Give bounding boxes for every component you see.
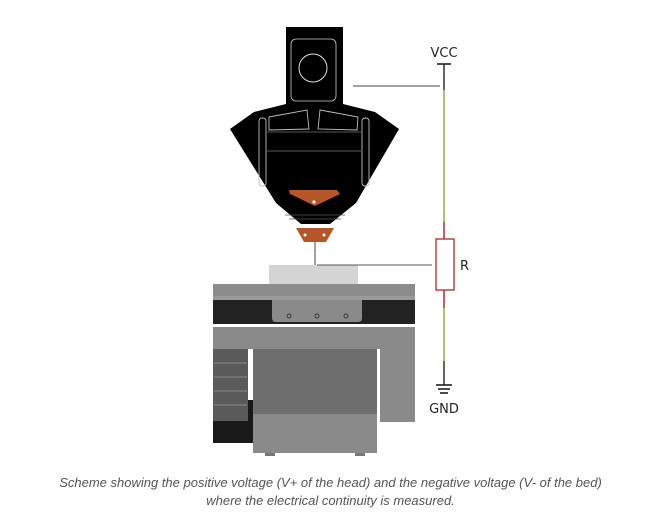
head-motor-circle [298,53,328,83]
circuit: VCC R GND [429,46,469,417]
bed-left-stack [213,349,248,421]
head-pad-right [317,109,359,131]
resistor [435,238,455,291]
bed-foot [355,453,365,456]
bed-top-bar [213,284,415,296]
head-rail-left [258,117,267,187]
bed-top-bar-lower [213,296,415,300]
bed-center-block [253,349,377,414]
bed-frame-bar [213,327,415,349]
carriage-screw [343,313,349,319]
ground-icon [436,384,452,394]
print-bed [213,265,415,456]
bed-right-post [380,349,415,422]
print-head [230,27,399,242]
carriage-screw [314,313,320,319]
carriage-screw [286,313,292,319]
figure-caption: Scheme showing the positive voltage (V+ … [0,474,661,510]
bed-foot [265,453,275,456]
head-heater-plate [289,190,340,206]
nozzle-screw [303,233,307,237]
gnd-label: GND [429,402,459,417]
head-rail-right [361,117,370,187]
continuity-diagram: VCC R GND [213,27,469,456]
heater-screw [312,200,316,204]
head-motor-frame [290,38,337,102]
bed-carriage [272,300,362,322]
head-body [230,104,399,224]
resistor-label: R [460,259,469,274]
bed-left-dark-block [213,421,254,443]
head-pad-left [268,109,310,131]
caption-line-1: Scheme showing the positive voltage (V+ … [59,475,602,490]
vcc-label: VCC [430,46,457,61]
nozzle-screw [322,233,326,237]
caption-line-2: where the electrical continuity is measu… [206,493,455,508]
bed-dark-post [248,400,254,421]
bed-lower-block [253,414,377,453]
bed-plate [269,265,358,284]
nozzle [296,228,334,242]
